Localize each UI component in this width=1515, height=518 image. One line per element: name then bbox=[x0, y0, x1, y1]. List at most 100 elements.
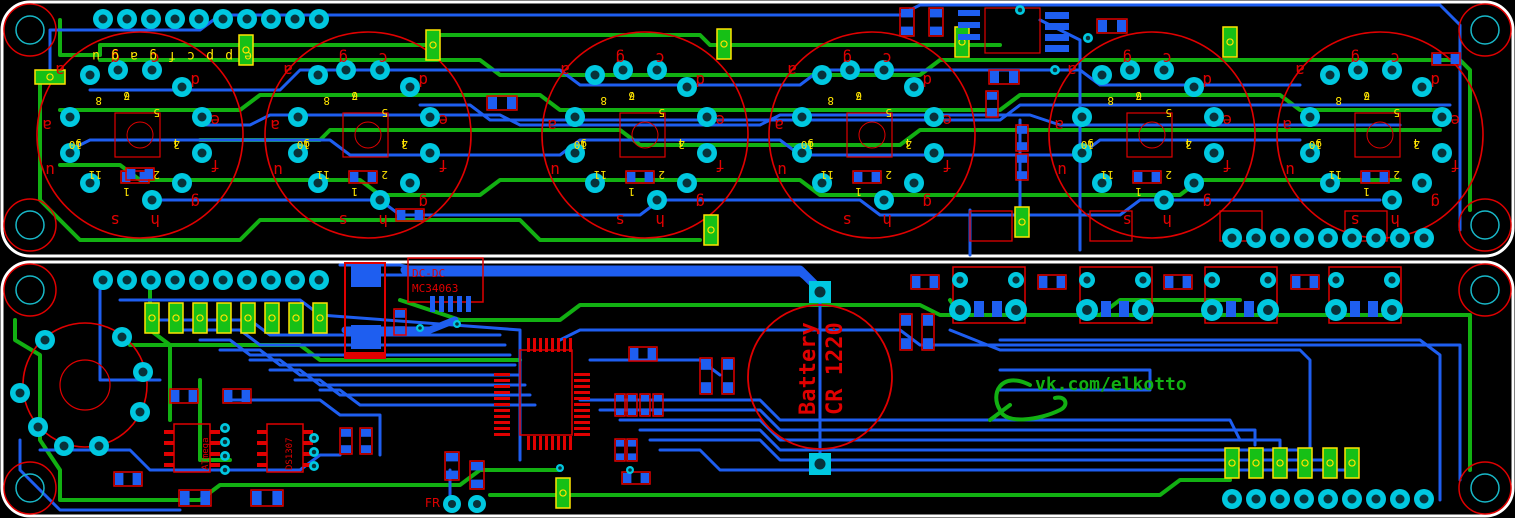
segment-letter: g bbox=[338, 49, 348, 68]
segment-letter: e bbox=[715, 111, 725, 130]
pad-drill bbox=[222, 439, 228, 445]
mount-hole bbox=[15, 473, 45, 503]
smd-component-pad-b bbox=[446, 470, 458, 479]
pad-drill bbox=[313, 70, 323, 80]
mcu-leg bbox=[574, 391, 590, 394]
tube-pin-number: 4 bbox=[1413, 136, 1420, 149]
pad-drill bbox=[1419, 233, 1429, 243]
yellow-component bbox=[1297, 447, 1313, 479]
segment-letter: d bbox=[190, 71, 200, 90]
smd-component-pad-b bbox=[471, 479, 483, 488]
yellow-component bbox=[192, 302, 208, 334]
smd-component-pad-a bbox=[395, 310, 405, 318]
smd-component bbox=[721, 357, 735, 395]
top-trace bbox=[998, 368, 1152, 392]
mcu-leg bbox=[494, 397, 510, 400]
yellow-component-mark bbox=[148, 314, 156, 322]
top-trace bbox=[248, 358, 522, 377]
bottom-copper-traces bbox=[13, 18, 1472, 502]
tube-pin-number: 10 bbox=[69, 138, 82, 151]
tube-pin-number: 11 bbox=[317, 168, 330, 181]
pad-drill bbox=[814, 286, 826, 298]
tube-center-footprint bbox=[342, 112, 389, 158]
pad-drill bbox=[117, 332, 127, 342]
pad-drill bbox=[98, 275, 108, 285]
pad-drill bbox=[590, 70, 600, 80]
pad-drill bbox=[1209, 148, 1219, 158]
smd-component-pad-a bbox=[901, 315, 911, 326]
pads-layer bbox=[10, 5, 1452, 513]
mcu-leg bbox=[574, 409, 590, 412]
smd-component-pad-a bbox=[1017, 126, 1027, 134]
top-trace bbox=[293, 378, 532, 397]
ic-leg bbox=[439, 296, 444, 312]
smd-component-pad-a bbox=[488, 97, 497, 109]
segment-letter: a bbox=[1282, 116, 1292, 135]
upper-board-outline bbox=[0, 0, 1515, 258]
transistor-smd-pad bbox=[1101, 301, 1111, 317]
regulator-pin bbox=[1045, 34, 1069, 41]
smd-component-pad-a bbox=[623, 473, 632, 483]
smd-component-pad-a bbox=[701, 359, 711, 370]
regulator-pin bbox=[1045, 45, 1069, 52]
smd-component bbox=[985, 90, 999, 118]
yellow-component bbox=[240, 302, 256, 334]
tube-resistor-pad-b bbox=[367, 172, 376, 182]
ic-leg bbox=[457, 296, 462, 312]
pad-drill bbox=[1387, 305, 1397, 315]
segment-letter: g bbox=[110, 49, 120, 68]
pad-drill bbox=[170, 275, 180, 285]
yellow-component bbox=[703, 214, 719, 246]
smd-component bbox=[899, 7, 915, 37]
smd-component bbox=[169, 388, 199, 404]
tube-resistor bbox=[348, 170, 378, 184]
tube-pin-number: 2 bbox=[381, 168, 388, 181]
tube-pin-number: 4 bbox=[401, 136, 408, 149]
smd-component bbox=[621, 471, 651, 485]
segment-letter: d bbox=[418, 71, 428, 90]
smd-component bbox=[178, 489, 212, 507]
smd-component-pad-a bbox=[341, 429, 351, 437]
transistor-smd-pad bbox=[1119, 301, 1129, 317]
mcu-leg bbox=[539, 436, 542, 450]
signature-logo bbox=[988, 378, 1068, 422]
dip-leg bbox=[210, 452, 220, 456]
mount-hole bbox=[1470, 210, 1500, 240]
tube-pin-number: 10 bbox=[297, 138, 310, 151]
top-trace bbox=[948, 328, 1312, 452]
pad-drill bbox=[425, 148, 435, 158]
smd-component-pad-a bbox=[1433, 54, 1442, 64]
segment-letter: u bbox=[45, 161, 55, 180]
bottom-trace bbox=[128, 343, 522, 362]
tube-pin-number: 11 bbox=[1101, 168, 1114, 181]
pad-drill bbox=[1082, 305, 1092, 315]
segment-letter: u bbox=[1057, 161, 1067, 180]
pad-drill bbox=[314, 275, 324, 285]
tube-pin-number: 3 bbox=[1185, 138, 1192, 151]
header-label: p bbox=[225, 48, 233, 63]
segment-letter: e bbox=[1450, 111, 1460, 130]
mcu-leg bbox=[563, 338, 566, 352]
segment-letter: c bbox=[1390, 49, 1400, 68]
smd-component bbox=[626, 438, 638, 462]
mcu-leg bbox=[527, 338, 530, 352]
pad-drill bbox=[929, 112, 939, 122]
pad-drill bbox=[1139, 276, 1147, 284]
smd-component bbox=[222, 388, 252, 404]
tube-resistor bbox=[1360, 170, 1390, 184]
pad-drill bbox=[1299, 233, 1309, 243]
transistor-outline bbox=[1328, 266, 1402, 324]
smd-component-pad-b bbox=[414, 210, 423, 220]
smd-component-pad-b bbox=[241, 390, 250, 402]
transistor-outline bbox=[1344, 210, 1388, 242]
yellow-component bbox=[1344, 447, 1360, 479]
mcu-leg bbox=[527, 436, 530, 450]
yellow-component-mark bbox=[1252, 459, 1260, 467]
top-trace bbox=[598, 408, 1257, 447]
tube-pin-number: 8 bbox=[323, 94, 330, 107]
smd-component-pad-b bbox=[144, 169, 153, 179]
smd-component-pad-b bbox=[200, 491, 210, 505]
tube-resistor-pad-a bbox=[854, 172, 863, 182]
